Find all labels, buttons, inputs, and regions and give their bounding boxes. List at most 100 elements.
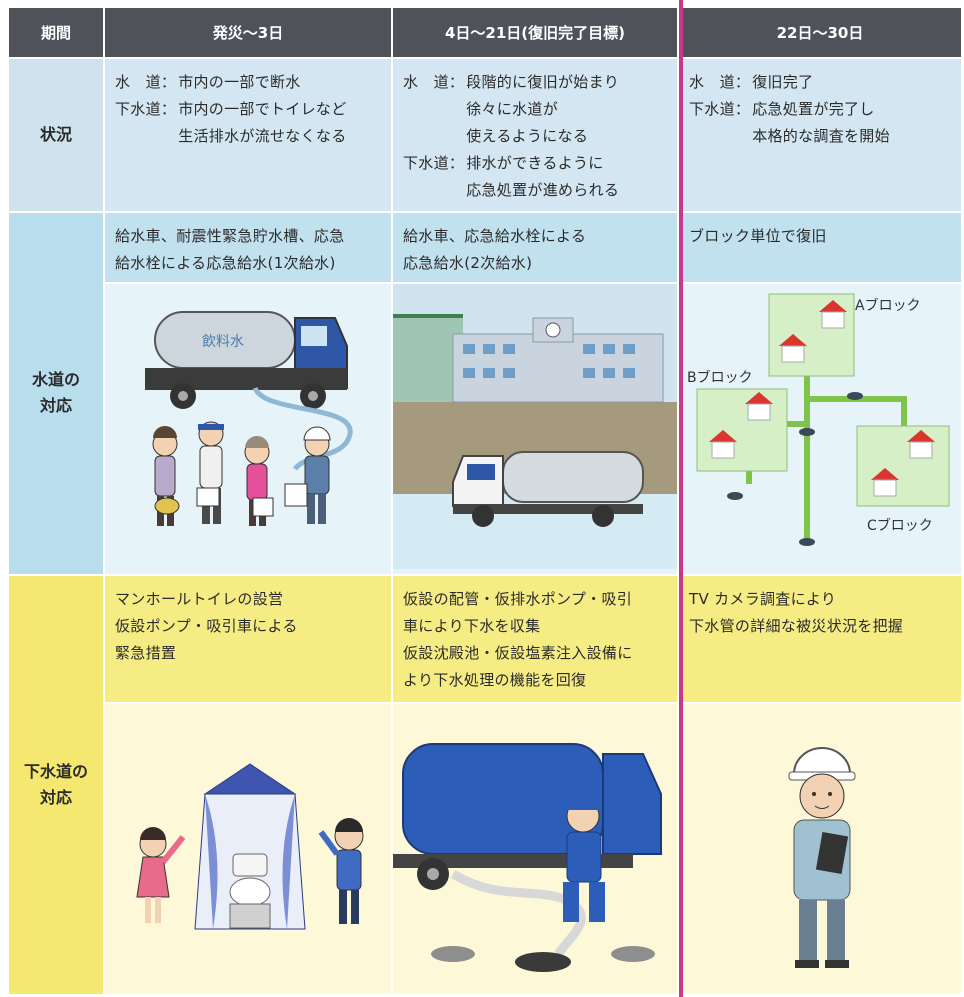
status-line: 徐々に水道が xyxy=(466,99,559,118)
status-line: 生活排水が流せなくなる xyxy=(178,126,347,145)
status-day0-3: 水 道：市内の一部で断水下水道：市内の一部でトイレなど生活排水が流せなくなる xyxy=(105,58,391,212)
house-icon xyxy=(709,430,737,459)
status-day22-30: 水 道：復旧完了下水道：応急処置が完了し本格的な調査を開始 xyxy=(679,58,961,212)
water-text-row: 水道の 対応 給水車、耐震性緊急貯水槽、応急給水栓による応急給水(1次給水) 給… xyxy=(9,213,961,574)
suction-truck-illustration xyxy=(393,743,662,973)
status-value: 排水ができるように応急処置が進められる xyxy=(466,150,667,204)
water-label-line1: 水道の xyxy=(31,370,80,390)
status-line: 市内の一部でトイレなど xyxy=(178,99,347,118)
text-line: TV カメラ調査により xyxy=(689,589,837,608)
status-line: 応急処置が完了し xyxy=(752,99,875,118)
house-icon xyxy=(871,468,899,497)
status-day4-21: 水 道：段階的に復旧が始まり徐々に水道が使えるようになる下水道：排水ができるよう… xyxy=(393,58,677,212)
water-image-row: 飲料水 xyxy=(9,284,961,574)
school-water-truck-illustration-cell xyxy=(393,284,677,574)
block-c-label: Cブロック xyxy=(867,517,933,534)
status-line: 段階的に復旧が始まり xyxy=(466,72,620,91)
status-value: 応急処置が完了し本格的な調査を開始 xyxy=(752,96,951,150)
sewer-label-line1: 下水道の xyxy=(23,761,88,781)
block-b-label: Bブロック xyxy=(687,369,753,386)
person-icon xyxy=(196,421,224,525)
sewer-text: マンホールトイレの設営仮設ポンプ・吸引車による緊急措置 xyxy=(105,576,391,667)
child-girl-icon xyxy=(136,827,186,924)
water-text-day4-21: 給水車、応急給水栓による応急給水(2次給水) xyxy=(393,213,677,283)
manhole-toilet-illustration-cell xyxy=(105,704,391,994)
status-list: 水 道：市内の一部で断水下水道：市内の一部でトイレなど生活排水が流せなくなる xyxy=(105,59,391,150)
block-c-area xyxy=(856,425,950,507)
worker-icon xyxy=(563,794,605,923)
text-line: 給水車、応急給水栓による xyxy=(403,227,587,246)
suction-truck-illustration-cell xyxy=(393,704,677,994)
text-line: 給水栓による応急給水(1次給水) xyxy=(115,254,336,273)
tank-label: 飲料水 xyxy=(202,334,244,350)
person-icon xyxy=(244,436,274,527)
toilet-icon xyxy=(229,853,271,929)
header-day4-21: 4日～21日(復旧完了目標) xyxy=(393,8,677,57)
status-row: 状況 水 道：市内の一部で断水下水道：市内の一部でトイレなど生活排水が流せなくな… xyxy=(9,58,961,212)
status-value: 市内の一部で断水 xyxy=(178,69,381,96)
water-truck-illustration-cell: 飲料水 xyxy=(105,284,391,574)
school-building-icon xyxy=(452,317,664,403)
water-text: 給水車、応急給水栓による応急給水(2次給水) xyxy=(393,213,677,277)
timeline-divider-line xyxy=(679,0,683,997)
block-recovery-diagram: Aブロック Bブロック Cブロック xyxy=(687,293,950,547)
manhole-icon xyxy=(431,946,655,973)
text-line: 車により下水を収集 xyxy=(403,616,541,635)
text-line: ブロック単位で復旧 xyxy=(689,227,827,246)
block-a-label: Aブロック xyxy=(855,297,921,314)
status-line: 復旧完了 xyxy=(752,72,814,91)
text-line: 仮設の配管・仮排水ポンプ・吸引 xyxy=(403,589,633,608)
school-water-truck-illustration xyxy=(393,284,677,570)
status-key: 下水道： xyxy=(689,99,751,118)
inspector-illustration-cell xyxy=(679,704,961,994)
block-b-area xyxy=(696,388,788,472)
status-list: 水 道：段階的に復旧が始まり徐々に水道が使えるようになる下水道：排水ができるよう… xyxy=(393,59,677,204)
status-value: 段階的に復旧が始まり徐々に水道が使えるようになる xyxy=(466,69,667,150)
text-line: 給水車、耐震性緊急貯水槽、応急 xyxy=(115,227,345,246)
inspector-illustration xyxy=(788,747,856,969)
sewer-text-day22-30: TV カメラ調査により下水管の詳細な被災状況を把握 xyxy=(679,575,961,703)
water-text-day22-30: ブロック単位で復旧 xyxy=(679,213,961,283)
house-icon xyxy=(819,300,847,329)
disaster-recovery-schedule-table: 期間 発災～3日 4日～21日(復旧完了目標) 22日～30日 状況 水 道：市… xyxy=(7,6,963,996)
status-value: 市内の一部でトイレなど生活排水が流せなくなる xyxy=(178,96,381,150)
status-list: 水 道：復旧完了下水道：応急処置が完了し本格的な調査を開始 xyxy=(679,59,961,150)
inspector-icon xyxy=(788,747,856,969)
child-boy-icon xyxy=(318,818,364,925)
status-line: 本格的な調査を開始 xyxy=(752,126,890,145)
header-day0-3: 発災～3日 xyxy=(105,8,391,57)
status-value: 復旧完了 xyxy=(752,69,951,96)
sewer-text-row: 下水道の 対応 マンホールトイレの設営仮設ポンプ・吸引車による緊急措置 仮設の配… xyxy=(9,575,961,994)
status-key: 水 道： xyxy=(115,72,177,91)
status-label: 状況 xyxy=(9,58,103,212)
sewer-label-line2: 対応 xyxy=(39,787,72,807)
manhole-toilet-illustration xyxy=(136,763,364,930)
block-recovery-diagram-cell: Aブロック Bブロック Cブロック xyxy=(679,284,961,574)
water-text: ブロック単位で復旧 xyxy=(679,213,961,250)
status-key: 水 道： xyxy=(689,72,751,91)
status-key: 水 道： xyxy=(403,72,465,91)
sewer-text: 仮設の配管・仮排水ポンプ・吸引車により下水を収集仮設沈殿池・仮設塩素注入設備によ… xyxy=(393,576,677,694)
text-line: 応急給水(2次給水) xyxy=(403,254,533,273)
status-line: 応急処置が進められる xyxy=(466,180,620,199)
text-line: マンホールトイレの設営 xyxy=(115,589,284,608)
text-line: 緊急措置 xyxy=(115,643,177,662)
status-key: 下水道： xyxy=(403,153,465,172)
water-truck-icon xyxy=(452,451,644,528)
house-icon xyxy=(745,392,773,421)
block-a-area xyxy=(768,293,855,377)
worker-icon xyxy=(284,426,331,525)
sewer-text-day4-21: 仮設の配管・仮排水ポンプ・吸引車により下水を収集仮設沈殿池・仮設塩素注入設備によ… xyxy=(393,575,677,703)
house-icon xyxy=(779,334,807,363)
valve-icon xyxy=(727,392,863,547)
sewer-text-day0-3: マンホールトイレの設営仮設ポンプ・吸引車による緊急措置 xyxy=(105,575,391,703)
header-period: 期間 xyxy=(9,8,103,57)
water-truck-illustration: 飲料水 xyxy=(145,311,353,527)
header-row: 期間 発災～3日 4日～21日(復旧完了目標) 22日～30日 xyxy=(9,8,961,57)
text-line: 下水管の詳細な被災状況を把握 xyxy=(689,616,904,635)
sewer-image-row xyxy=(9,704,961,994)
header-day22-30: 22日～30日 xyxy=(679,8,961,57)
person-icon xyxy=(152,426,180,527)
water-text: 給水車、耐震性緊急貯水槽、応急給水栓による応急給水(1次給水) xyxy=(105,213,391,277)
water-response-label: 水道の 対応 xyxy=(9,213,103,574)
